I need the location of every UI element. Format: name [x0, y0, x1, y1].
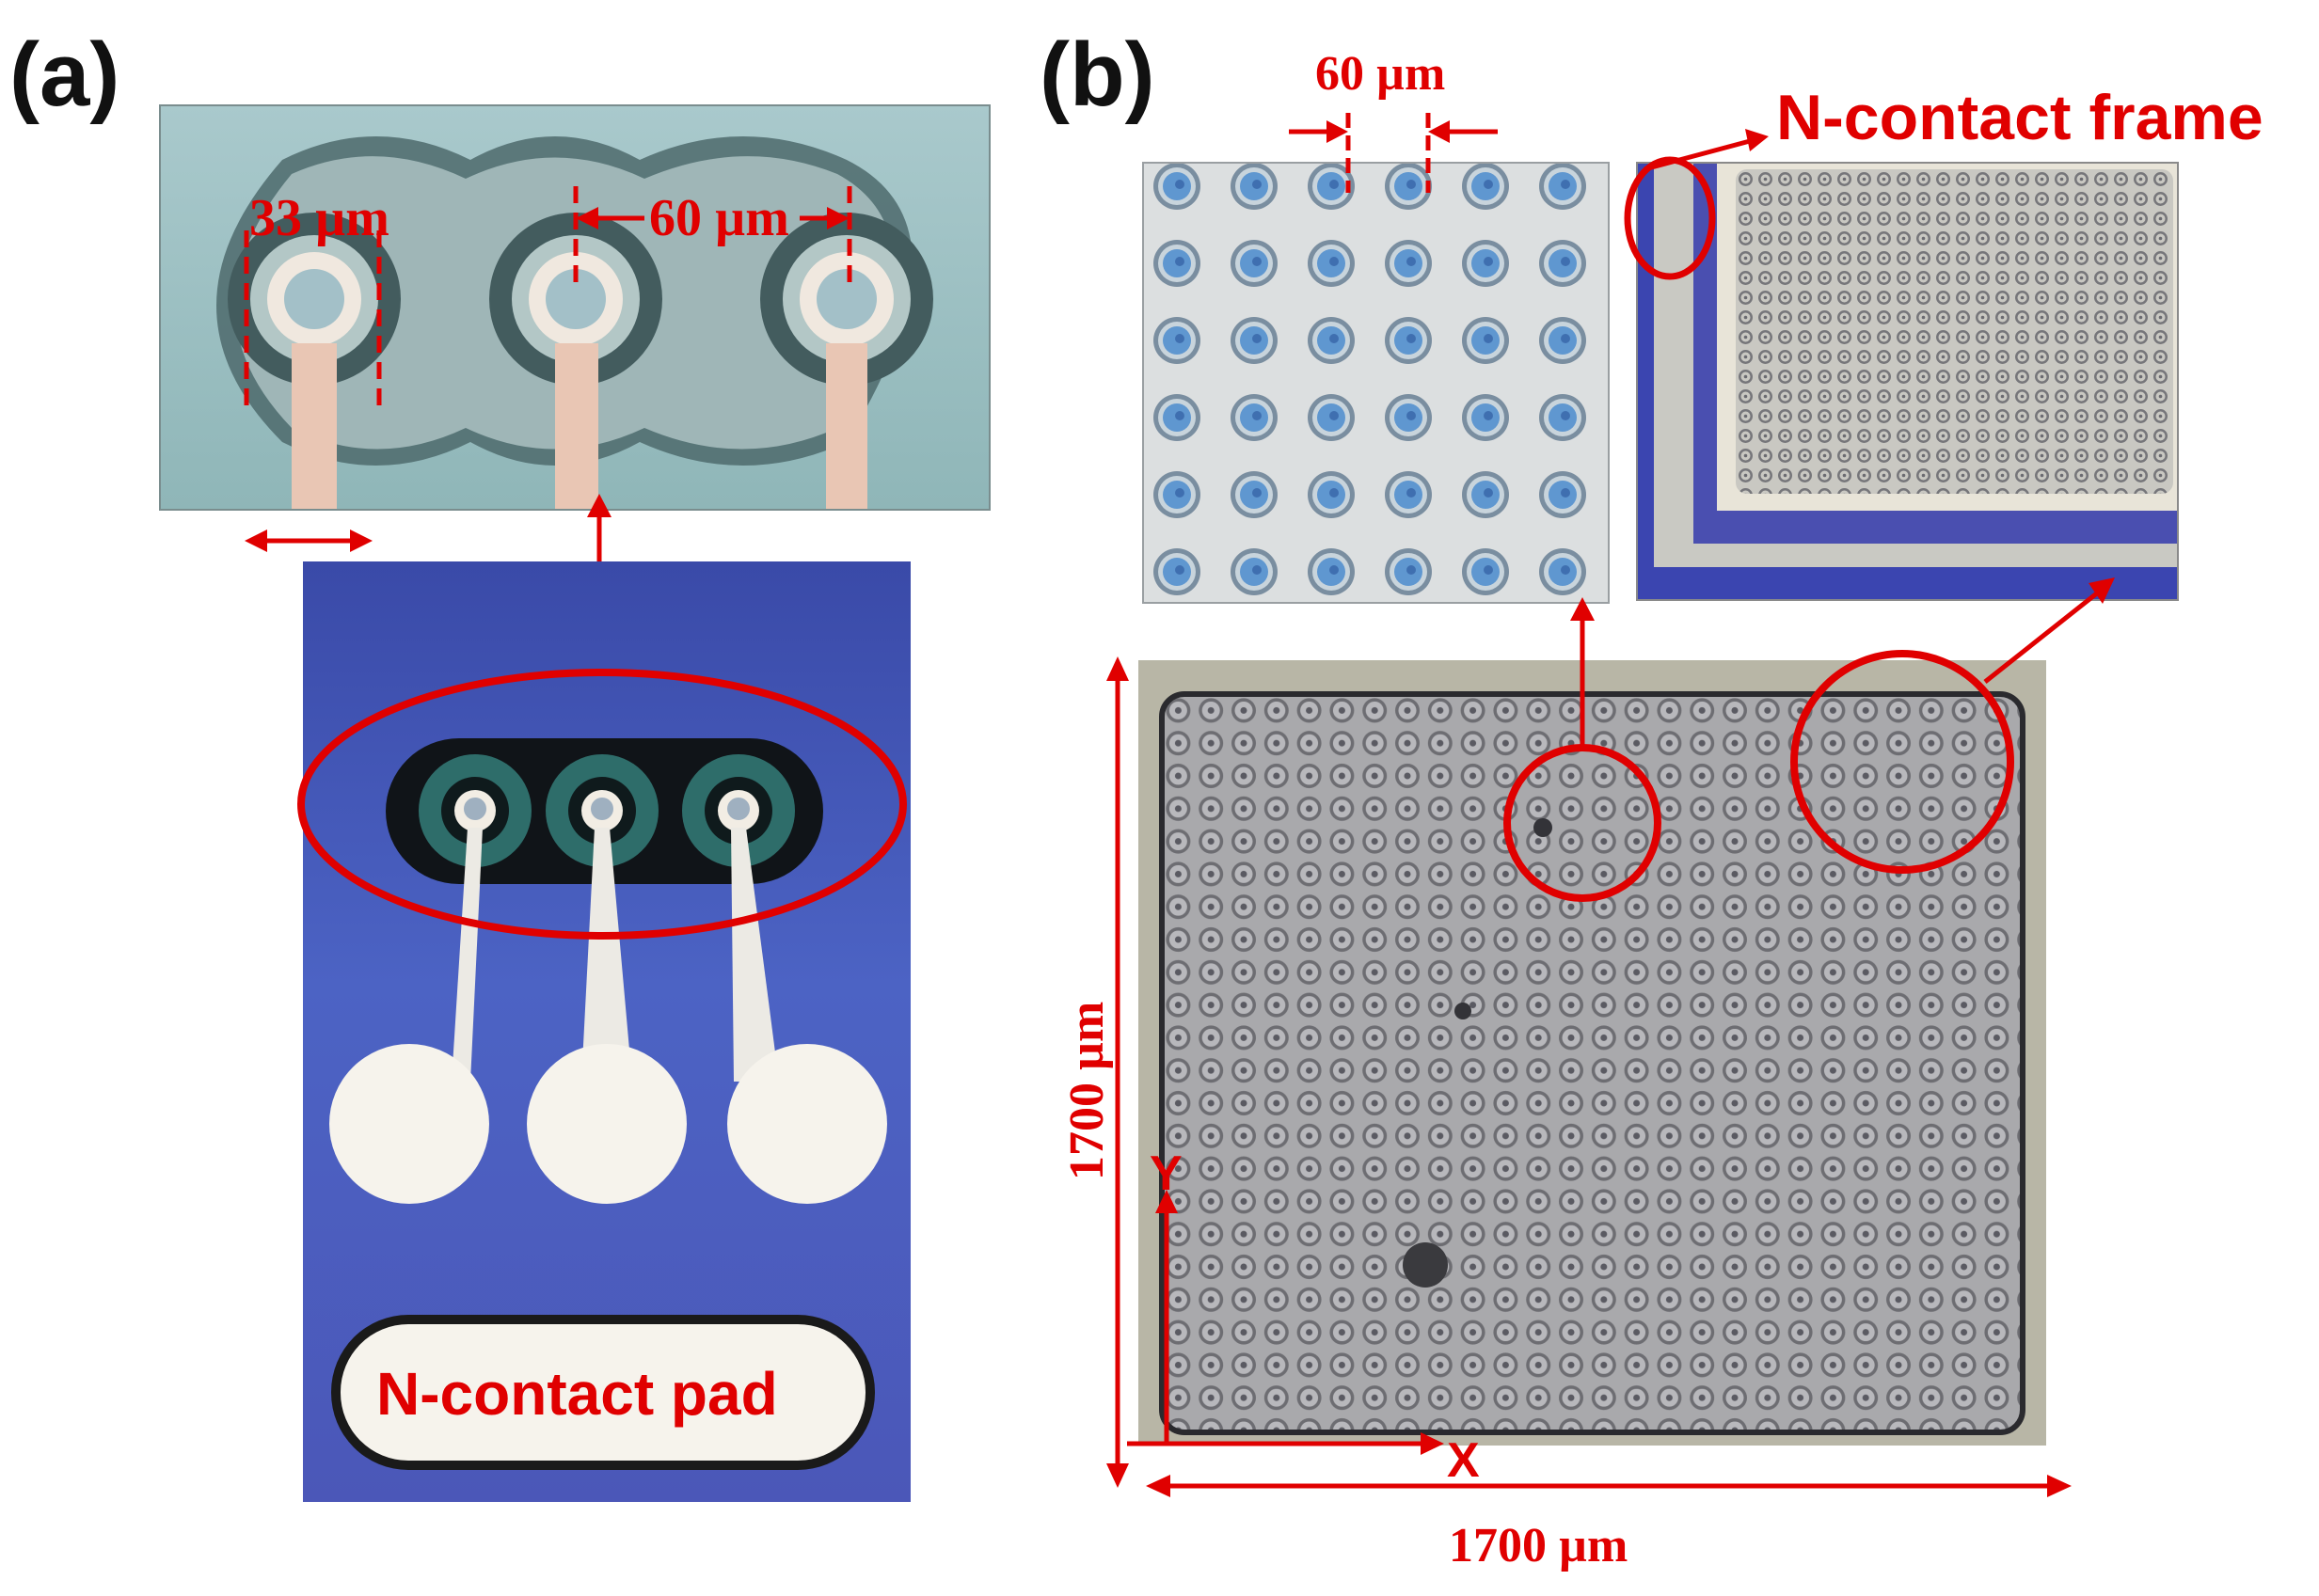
panel-a-device-photo: [303, 561, 911, 1502]
panel-a-n-contact-pad-label: N-contact pad: [376, 1360, 778, 1428]
panel-a-pitch-label: 60 µm: [649, 189, 789, 247]
panel-b-n-contact-frame-label: N-contact frame: [1776, 82, 2263, 153]
panel-b-array-photo: [1138, 660, 2046, 1446]
panel-a-scale-double-arrow: [245, 529, 373, 552]
panel-a-pad-diameter-label: 33 µm: [249, 189, 389, 247]
panel-b-connector-left: [1570, 597, 1595, 748]
panel-b-width-label: 1700 µm: [1449, 1519, 1628, 1572]
panel-a-label: (a): [9, 24, 119, 125]
panel-b-frame-corner-photo: [1636, 162, 2179, 601]
panel-b-connector-right: [1983, 577, 2115, 684]
panel-b-pitch-label: 60 µm: [1315, 47, 1445, 101]
arrowhead-left: [576, 207, 598, 229]
panel-a-dimension-marks: [244, 186, 852, 414]
pitch-arrowhead-left: [1326, 120, 1348, 143]
panel-b-led-zoom-photo: [1142, 162, 1610, 604]
panel-a-highlight-ellipse: [297, 669, 907, 940]
panel-b-axis-x-label: X: [1447, 1433, 1480, 1488]
panel-b-axis-y-label: Y: [1150, 1146, 1183, 1201]
panel-a-zoom-photo: [159, 104, 991, 511]
panel-b-frame-label-arrow: [1644, 129, 1769, 172]
panel-b-xy-axes: [1127, 1209, 1425, 1446]
panel-b-array-highlight-right: [1790, 650, 2014, 874]
arrowhead-right: [827, 207, 850, 229]
y-axis-arrowhead: [1155, 1190, 1178, 1213]
panel-b-width-dimension: [1146, 1475, 2072, 1497]
pitch-arrowhead-right: [1428, 120, 1450, 143]
panel-b-frame-corner-highlight: [1624, 156, 1716, 280]
x-axis-arrowhead: [1421, 1432, 1444, 1455]
panel-b-height-dimension: [1106, 656, 1129, 1488]
panel-b-height-label: 1700 µm: [1060, 1002, 1114, 1180]
panel-b-label: (b): [1040, 24, 1155, 125]
